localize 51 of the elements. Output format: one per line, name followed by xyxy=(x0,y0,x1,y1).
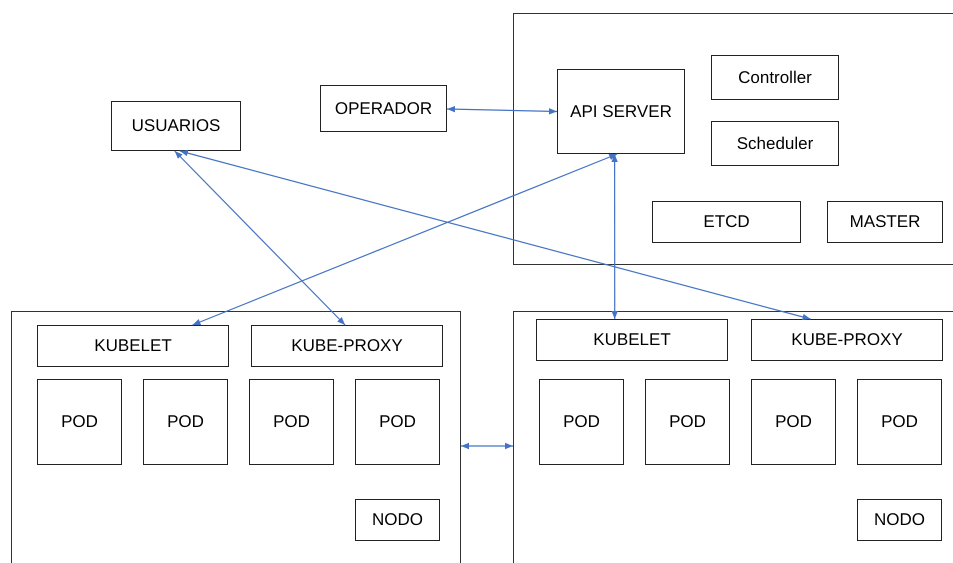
frame-box xyxy=(11,311,461,563)
component-box xyxy=(652,201,801,243)
component-box xyxy=(249,379,334,465)
arrow xyxy=(192,153,618,326)
component-box xyxy=(645,379,730,465)
component-box xyxy=(539,379,624,465)
arrow xyxy=(174,150,346,326)
box-label: POD xyxy=(775,412,812,432)
box-label: POD xyxy=(563,412,600,432)
component-box xyxy=(751,319,943,361)
box-label: KUBELET xyxy=(593,330,671,350)
component-box xyxy=(857,379,942,465)
box-label: Scheduler xyxy=(736,134,814,154)
arrow xyxy=(611,154,618,319)
component-box xyxy=(355,379,440,465)
box-label: OPERADOR xyxy=(334,98,432,118)
component-box xyxy=(143,379,228,465)
component-box xyxy=(536,319,728,361)
frame-box xyxy=(513,311,953,563)
component-box xyxy=(37,325,229,367)
box-label: API SERVER xyxy=(570,102,672,122)
box-label: POD xyxy=(61,412,98,432)
box-label: NODO xyxy=(874,510,925,530)
box-label: Controller xyxy=(738,68,812,88)
box-label: POD xyxy=(881,412,918,432)
box-label: KUBE-PROXY xyxy=(291,336,403,356)
component-box xyxy=(355,499,440,541)
box-label: MASTER xyxy=(850,212,920,232)
box-label: NODO xyxy=(372,510,423,530)
component-box xyxy=(557,69,685,154)
box-label: POD xyxy=(273,412,310,432)
component-box xyxy=(711,55,839,100)
component-box xyxy=(711,121,839,166)
box-label: POD xyxy=(379,412,416,432)
box-label: POD xyxy=(669,412,706,432)
box-label: POD xyxy=(167,412,204,432)
component-box xyxy=(251,325,443,367)
box-label: ETCD xyxy=(703,212,750,232)
arrow xyxy=(180,150,811,320)
component-box xyxy=(320,85,447,132)
box-label: USUARIOS xyxy=(132,116,220,136)
component-box xyxy=(857,499,942,541)
component-box xyxy=(827,201,943,243)
arrow xyxy=(461,442,513,450)
component-box xyxy=(37,379,122,465)
box-label: KUBE-PROXY xyxy=(791,330,903,350)
arrow xyxy=(446,106,558,115)
component-box xyxy=(111,101,241,151)
component-box xyxy=(751,379,836,465)
box-label: KUBELET xyxy=(94,336,172,356)
frame-box xyxy=(513,13,953,265)
